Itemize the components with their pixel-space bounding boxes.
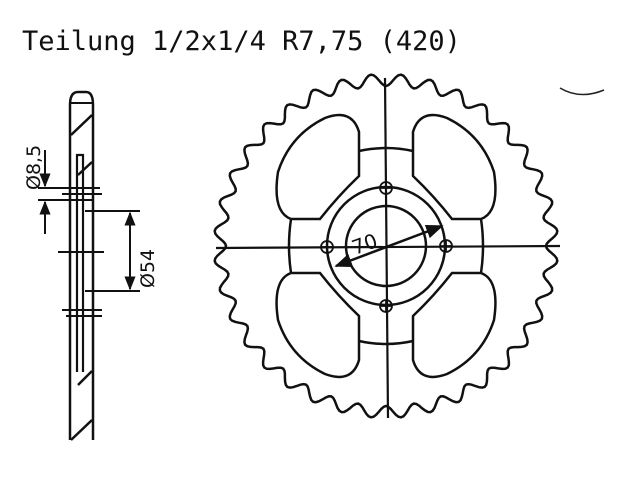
front-view: [213, 73, 561, 419]
side-view: [38, 90, 140, 441]
scan-artifact: [559, 87, 605, 96]
hole-diameter-label: Ø8,5: [23, 145, 45, 190]
bore-diameter-label: Ø54: [137, 249, 159, 288]
cutout-bottom-right: [411, 271, 497, 379]
cutout-top-left: [275, 113, 361, 221]
drawing-title: Teilung 1/2x1/4 R7,75 (420): [22, 26, 461, 57]
bolt-circle-label: 70: [348, 228, 380, 259]
sprocket-teeth: [213, 73, 559, 419]
cutout-top-right: [411, 113, 497, 221]
cutout-bottom-left: [275, 271, 361, 379]
